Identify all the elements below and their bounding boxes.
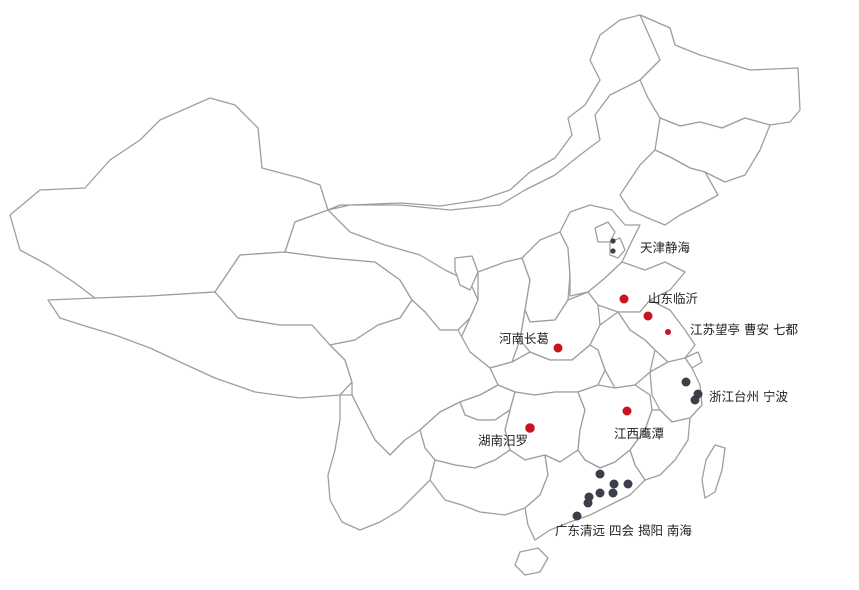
marker-guangdong-7[interactable] [583,498,593,508]
region-inner-mongolia [327,14,676,211]
place-labels: 天津静海 山东临沂 江苏望亭 曹安 七都 河南长葛 浙江台州 宁波 湖南汨罗 江… [478,240,798,538]
marker-shandong[interactable] [619,294,629,304]
marker-hunan[interactable] [525,423,535,433]
region-taiwan [701,444,726,499]
region-liaoning [619,149,719,226]
marker-jiangsu-1[interactable] [643,311,653,321]
label-hunan: 湖南汨罗 [478,433,528,448]
region-hainan [514,547,549,576]
region-shandong [587,261,686,313]
label-guangdong: 广东清远 四会 揭阳 南海 [555,523,692,538]
marker-guangdong-3[interactable] [623,479,633,489]
label-tianjin: 天津静海 [640,240,691,255]
region-heilongjiang [639,14,801,129]
region-hunan [504,391,586,463]
label-henan: 河南长葛 [499,331,549,346]
marker-guangdong-4[interactable] [595,488,605,498]
marker-zhejiang-3[interactable] [690,395,700,405]
region-beijing [594,221,616,243]
region-ningxia [454,255,479,291]
markers [525,238,703,521]
label-zhejiang: 浙江台州 宁波 [709,389,788,404]
region-yunnan [327,394,436,531]
marker-tianjin-2[interactable] [610,248,616,254]
label-shandong: 山东临沂 [648,291,698,306]
marker-tianjin-1[interactable] [610,238,616,244]
marker-jiangxi[interactable] [622,406,632,416]
marker-guangdong-8[interactable] [572,511,582,521]
marker-guangdong-2[interactable] [609,479,619,489]
marker-zhejiang-1[interactable] [681,377,691,387]
region-xinjiang [9,97,329,301]
marker-jiangsu-2[interactable] [665,329,671,335]
label-jiangsu: 江苏望亭 曹安 七都 [690,322,798,337]
region-zhejiang [649,357,703,423]
marker-guangdong-5[interactable] [608,488,618,498]
marker-guangdong-1[interactable] [595,469,605,479]
province-boundaries [9,14,801,576]
label-jiangxi: 江西鹰潭 [614,426,664,441]
region-hebei [559,204,641,297]
marker-henan[interactable] [553,343,563,353]
